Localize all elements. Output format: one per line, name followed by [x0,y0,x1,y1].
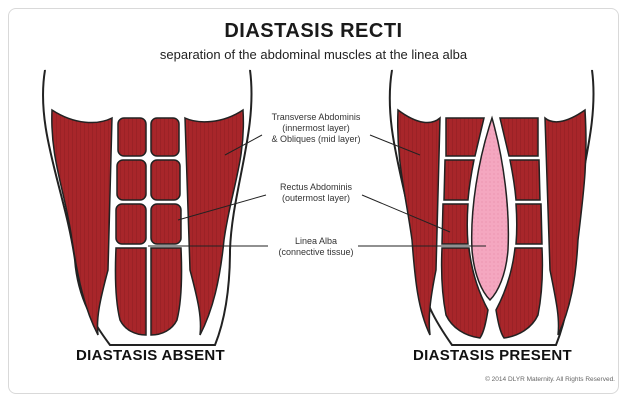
leader-lines [148,134,486,247]
rectus-block [441,203,469,245]
rectus-block [445,117,485,157]
rectus-block [116,159,147,201]
rectus-block [499,117,539,157]
oblique-left-b [184,108,245,336]
rectus-block [150,203,182,245]
rectus-block [150,247,183,336]
label-linea-alba: Linea Alba (connective tissue) [258,236,374,258]
caption-present: DIASTASIS PRESENT [413,347,573,364]
torso-present [388,69,595,346]
label-transverse-line1: Transverse Abdominis [271,112,361,122]
page-subtitle: separation of the abdominal muscles at t… [159,47,468,62]
copyright-text: © 2014 DLYR Maternity. All Rights Reserv… [485,376,615,383]
rectus-block [509,159,541,201]
leader-transverse-left [224,134,263,156]
caption-absent: DIASTASIS ABSENT [76,347,225,364]
page-title: DIASTASIS RECTI [224,20,403,42]
label-linea-line1: Linea Alba [294,236,338,246]
label-transverse: Transverse Abdominis (innermost layer) &… [258,112,374,145]
leader-transverse-right [369,134,421,156]
label-transverse-line3: & Obliques (mid layer) [271,134,361,144]
label-linea-line2: (connective tissue) [278,247,354,257]
rectus-block [440,247,489,339]
rectus-block [495,247,544,339]
linea-alba-separated [470,115,510,302]
rectus-block [150,159,181,201]
rectus-block [115,203,147,245]
torso-absent [41,69,253,346]
rectus-block [150,117,180,157]
oblique-right-b [544,108,587,336]
label-rectus: Rectus Abdominis (outermost layer) [258,182,374,204]
leader-rectus-right [361,194,451,233]
label-rectus-line2: (outermost layer) [281,193,351,203]
rectus-block [114,247,147,336]
label-transverse-line2: (innermost layer) [282,123,350,133]
rectus-block [443,159,475,201]
oblique-left-a [51,108,113,336]
rectus-block [515,203,543,245]
leader-rectus-left [177,194,267,221]
label-rectus-line1: Rectus Abdominis [279,182,353,192]
rectus-block [117,117,147,157]
oblique-right-a [396,108,441,336]
